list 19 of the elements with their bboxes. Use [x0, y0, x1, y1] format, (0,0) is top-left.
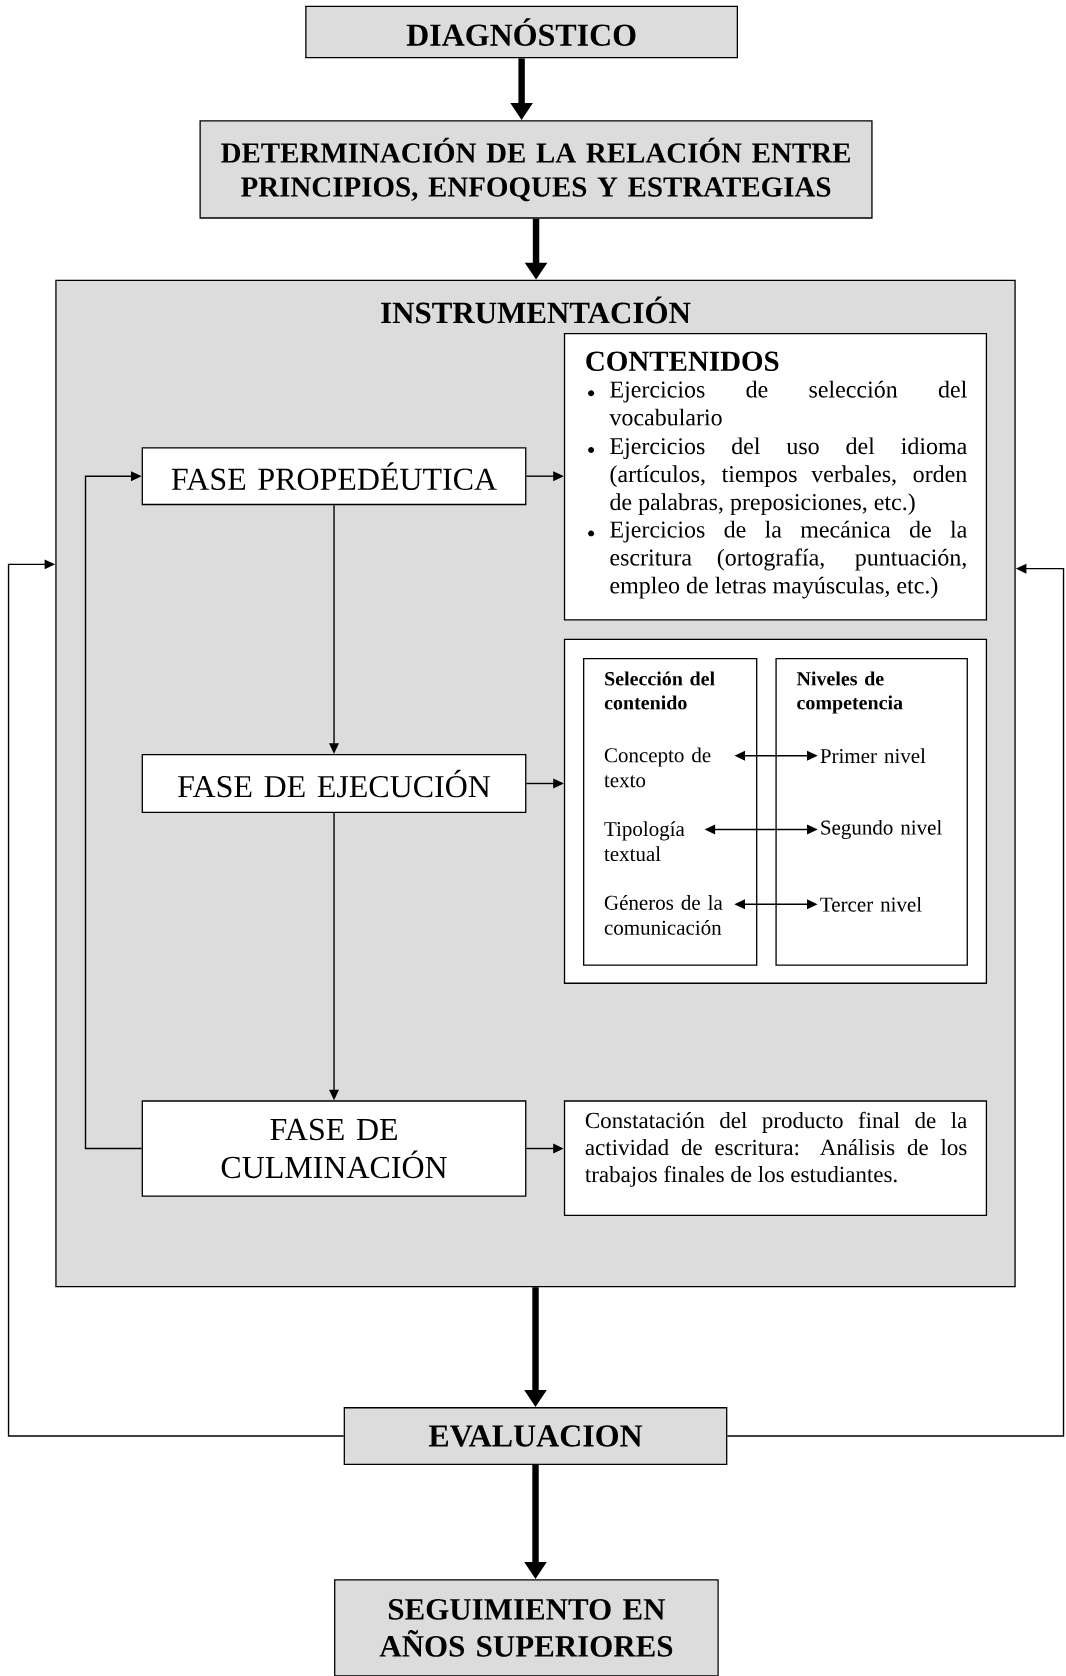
arrow — [525, 778, 564, 789]
item-text: Tercer nivel — [820, 896, 922, 912]
arrow — [85, 471, 143, 1150]
phase-box: FASE DE CULMINACIÓN — [141, 1100, 527, 1197]
process-box: DETERMINACIÓN DE LA RELACIÓN ENTRE PRINCIPIOS, ENFOQUES Y ESTRATEGIAS — [199, 120, 873, 219]
phase-box: FASE PROPEDÉUTICA — [141, 447, 527, 506]
process-box: DIAGNÓSTICO — [305, 5, 739, 59]
item-text: Segundo nivel — [821, 819, 942, 839]
item-text: Tipología textual — [604, 821, 685, 862]
item-text: Géneros de la comunicación — [604, 895, 723, 935]
arrow — [8, 559, 345, 1437]
item-text: Primer nivel — [820, 748, 926, 764]
phase-box: FASE DE EJECUCIÓN — [141, 754, 527, 813]
content-box: CONTENIDOS Ejercicios de selección del vocabulario Ejercicios del uso del idioma (artículos, tiempos verbales, orden de palabras, preposiciones, etc.) Ejercicios de la mecánica de la escritura (ortografía, puntuación, empleo de letras mayúsculas, etc.) — [564, 332, 988, 621]
arrow — [525, 1143, 564, 1154]
process-box: EVALUACION — [343, 1407, 728, 1465]
item-text: Concepto de texto — [604, 747, 711, 788]
process-box: SEGUIMIENTO EN AÑOS SUPERIORES — [334, 1579, 719, 1676]
note-box: Constatación del producto final de la actividad de escritura: Análisis de los trabajos finales de los estudiantes. — [564, 1100, 988, 1216]
